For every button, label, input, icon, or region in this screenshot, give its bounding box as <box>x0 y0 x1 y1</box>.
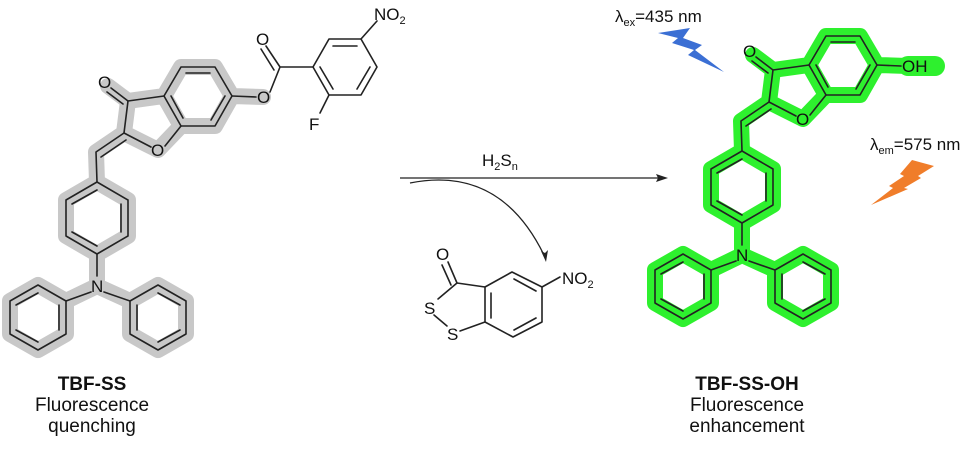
reactant-label: TBF-SS Fluorescence quenching <box>35 374 149 437</box>
reactant-molecule: O O O O N F NO2 <box>10 5 406 350</box>
svg-text:λem=575 nm: λem=575 nm <box>870 135 960 157</box>
svg-text:OH: OH <box>902 57 928 76</box>
svg-text:O: O <box>257 88 270 107</box>
svg-text:S: S <box>447 325 458 344</box>
svg-text:NO2: NO2 <box>562 269 594 291</box>
product-name: TBF-SS-OH <box>695 374 799 395</box>
product-label: TBF-SS-OH Fluorescence enhancement <box>689 374 804 437</box>
product-desc-1: Fluorescence <box>689 395 805 416</box>
reactant-name: TBF-SS <box>57 374 127 395</box>
svg-text:S: S <box>424 299 435 318</box>
orange-lightning-icon <box>871 160 934 205</box>
reaction-arrow: H2Sn <box>400 151 668 262</box>
svg-text:O: O <box>743 42 756 61</box>
svg-text:F: F <box>309 115 319 134</box>
blue-lightning-icon <box>658 28 724 72</box>
svg-text:O: O <box>256 30 269 49</box>
excitation-annotation: λex=435 nm <box>615 7 724 72</box>
byproduct-molecule: O S S NO2 <box>424 245 594 344</box>
svg-text:O: O <box>151 141 164 160</box>
emission-annotation: λem=575 nm <box>870 135 960 205</box>
svg-text:O: O <box>796 110 809 129</box>
product-desc-2: enhancement <box>689 416 805 437</box>
product-molecule: O O N OH <box>655 36 945 319</box>
svg-text:O: O <box>436 245 449 264</box>
svg-text:O: O <box>98 73 111 92</box>
svg-text:NO2: NO2 <box>374 5 406 27</box>
svg-text:λex=435 nm: λex=435 nm <box>615 7 702 29</box>
curved-arrow <box>409 179 545 256</box>
reactant-desc-2: quenching <box>48 416 136 437</box>
svg-text:N: N <box>91 277 103 296</box>
reactant-desc-1: Fluorescence <box>34 395 150 416</box>
svg-text:N: N <box>736 246 748 265</box>
reagent-label: H2Sn <box>482 151 518 173</box>
